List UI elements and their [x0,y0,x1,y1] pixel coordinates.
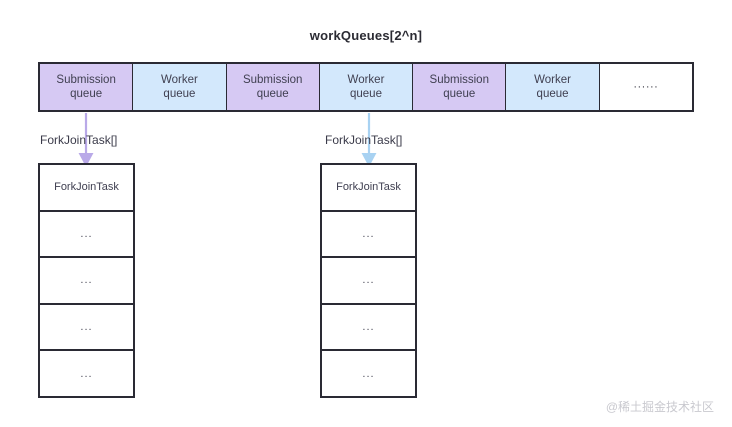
array-label-worker: ForkJoinTask[] [325,133,403,147]
queue-cell-label: Worker queue [347,74,385,100]
queue-cell-label: Submission queue [56,74,116,100]
task-cell-filler: ... [40,258,133,305]
queue-cell-ellipsis-6: ······ [599,64,692,110]
queue-cell-submission-4[interactable]: Submission queue [413,64,507,110]
task-cell-filler: ... [362,367,375,380]
queue-cell-worker-3[interactable]: Worker queue [319,64,414,110]
task-cell-head[interactable]: ForkJoinTask [40,165,133,212]
queue-cell-worker-1[interactable]: Worker queue [133,64,227,110]
queue-cell-submission-0[interactable]: Submission queue [40,64,134,110]
queue-cell-label: Worker queue [160,74,198,100]
watermark: @稀土掘金技术社区 [605,400,714,414]
task-cell-filler: ... [40,212,133,259]
queue-cell-worker-5[interactable]: Worker queue [506,64,600,110]
task-cell-filler: ... [322,258,415,305]
queue-cell-label: Submission queue [429,74,489,100]
queue-cell-submission-2[interactable]: Submission queue [226,64,320,110]
diagram-title: workQueues[2^n] [309,28,423,43]
task-cell-filler: ... [40,305,133,352]
task-cell-filler: ... [80,367,93,380]
queue-cell-label: Submission queue [242,74,303,100]
worker-task-array: ForkJoinTask ... ... ... ... [320,163,417,398]
task-cell-filler: ... [322,305,415,352]
work-queues-row: Submission queue Worker queue Submission… [38,62,694,112]
submission-task-array: ForkJoinTask ... ... ... ... [38,163,135,398]
queue-cell-label: Worker queue [534,74,571,100]
task-cell-head[interactable]: ForkJoinTask [322,165,415,212]
queue-cell-label: ······ [633,81,659,93]
array-label-submission: ForkJoinTask[] [40,133,118,147]
task-cell-filler: ... [322,212,415,259]
